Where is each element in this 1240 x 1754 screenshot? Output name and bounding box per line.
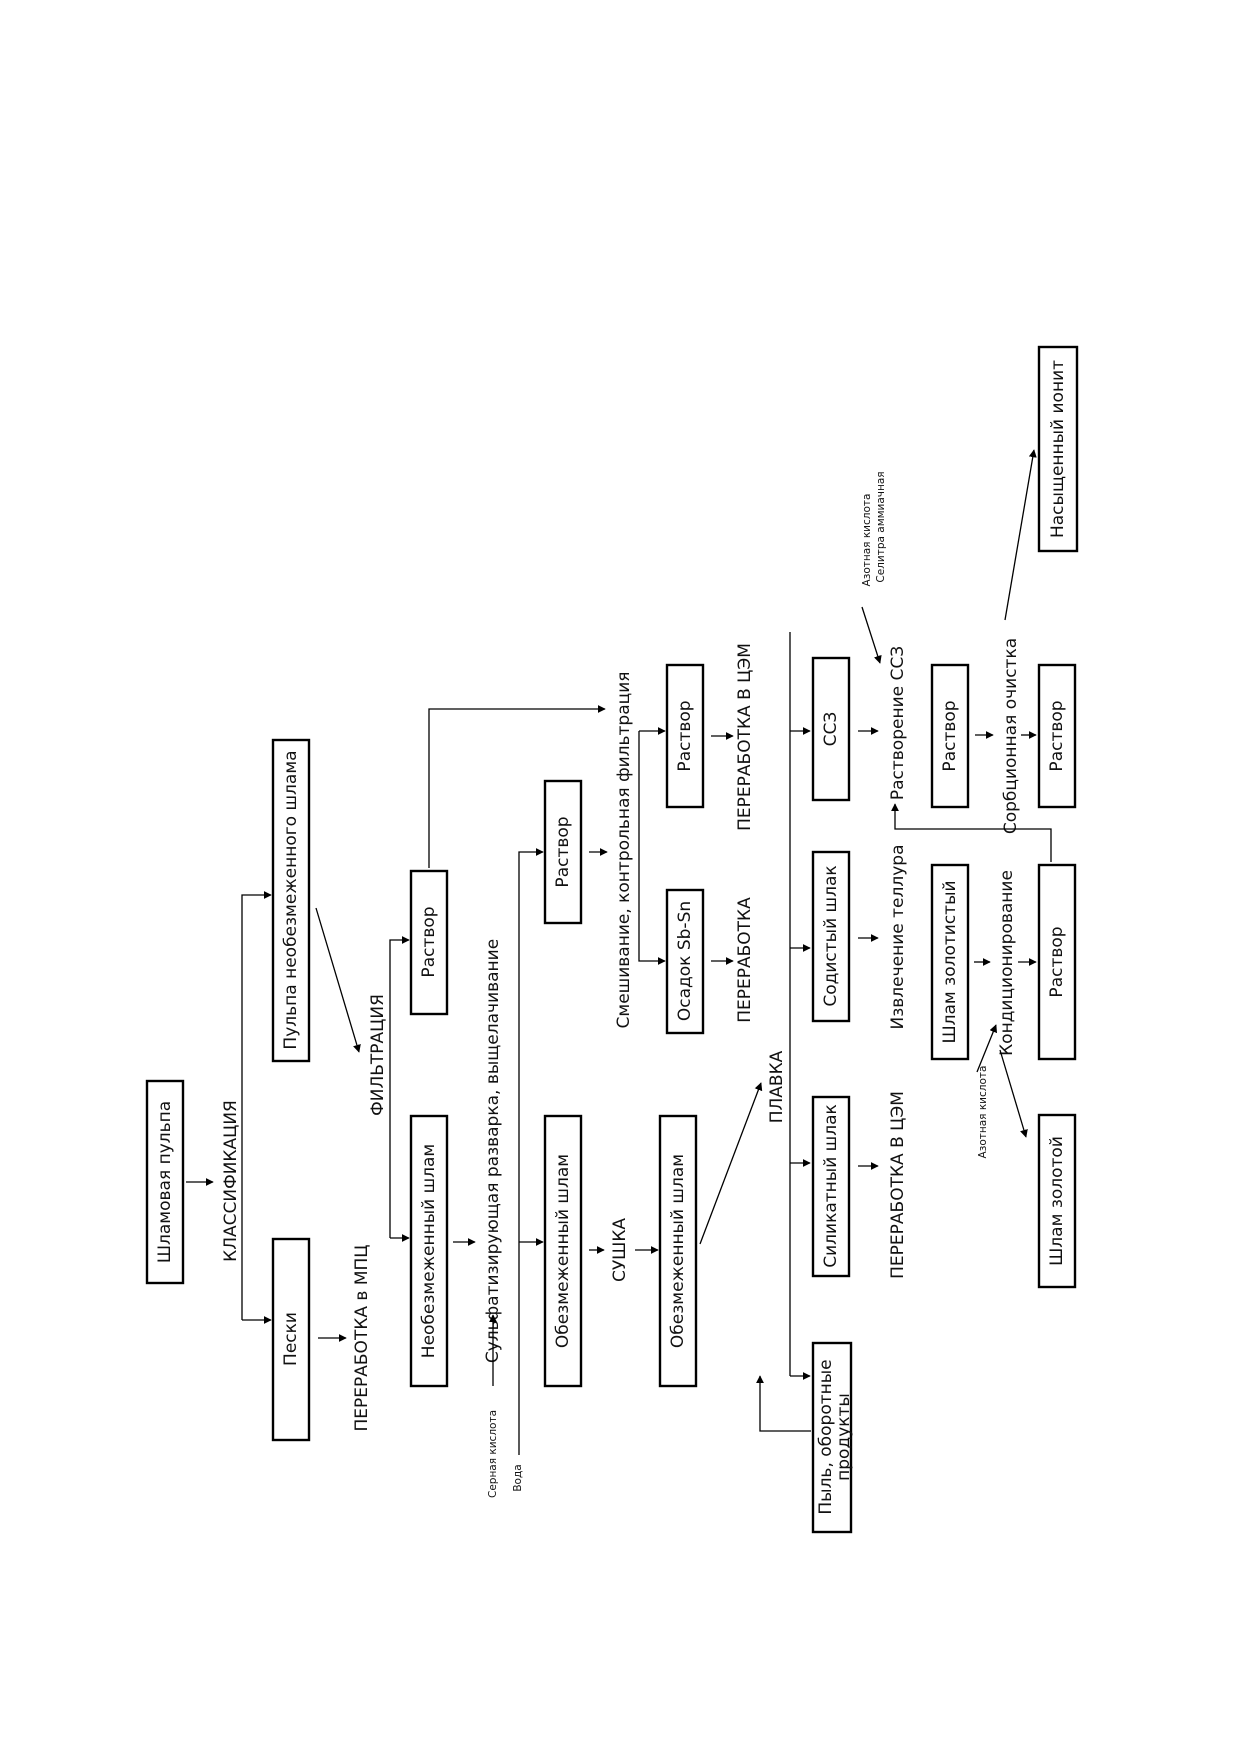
arrow-obezmezh-to-plavka bbox=[699, 1082, 763, 1245]
box-rastvor-6: Раствор bbox=[1037, 663, 1077, 809]
arrow-pulpa-to-filtratsiya bbox=[315, 907, 361, 1053]
box-obezmezhenny-shlam-2: Обезмеженный шлам bbox=[658, 1114, 698, 1388]
box-label: Раствор bbox=[1047, 926, 1067, 997]
arrow-pyl-recycle bbox=[756, 1375, 811, 1432]
box-sodisty-shlak: Содистый шлак bbox=[811, 850, 851, 1023]
box-label: Раствор bbox=[1047, 700, 1067, 771]
box-pulpa-neobezmezhennogo-shlama: Пульпа необезмеженного шлама bbox=[271, 738, 311, 1063]
arrow-rastvor-to-smeshivanie bbox=[428, 705, 606, 868]
box-label: Обезмеженный шлам bbox=[668, 1154, 688, 1348]
label-azotnaya-kislota-2: Азотная кислота bbox=[977, 1066, 989, 1159]
label-izvlechenie-tellura: Извлечение теллура bbox=[888, 845, 908, 1030]
box-rastvor-4: Раствор bbox=[930, 663, 970, 809]
label-sushka: СУШКА bbox=[610, 1218, 630, 1282]
box-label: Содистый шлак bbox=[821, 865, 841, 1006]
box-label: Шлам золотой bbox=[1047, 1136, 1067, 1266]
label-selitra-ammiachnaya: Селитра аммиачная bbox=[875, 471, 887, 582]
box-rastvor-2: Раствор bbox=[543, 779, 583, 925]
box-label: Раствор bbox=[553, 816, 573, 887]
arrow-to-osadok bbox=[638, 731, 666, 965]
box-neobezmezhenny-shlam: Необезмеженный шлам bbox=[409, 1114, 449, 1388]
arrow-klassifikatsiya-to-pulpa-neobezmezh bbox=[241, 891, 272, 1320]
arrow-voda-to-rastvor bbox=[518, 848, 544, 1455]
box-label: Силикатный шлак bbox=[821, 1104, 841, 1268]
box-nasyshchenny-ionit: Насыщенный ионит bbox=[1037, 345, 1079, 553]
box-label: Пульпа необезмеженного шлама bbox=[281, 750, 301, 1049]
box-label: Осадок Sb-Sn bbox=[675, 901, 695, 1021]
label-pererabotka: ПЕРЕРАБОТКА bbox=[735, 897, 755, 1023]
box-pyl-oborotnye-produkty: Пыль, оборотные продукты bbox=[811, 1341, 854, 1534]
arrow-azotnaya-selitra bbox=[861, 606, 882, 664]
box-osadok-sb-sn: Осадок Sb-Sn bbox=[665, 888, 705, 1035]
box-label-line-1: Пыль, оборотные bbox=[816, 1359, 836, 1514]
box-label-line-2: продукты bbox=[834, 1393, 854, 1481]
label-pererabotka-tsem-2: ПЕРЕРАБОТКА В ЦЭМ bbox=[888, 1091, 908, 1279]
label-konditsionirovanie: Кондиционирование bbox=[997, 870, 1017, 1056]
box-silikatny-shlak: Силикатный шлак bbox=[811, 1095, 851, 1278]
box-label: Шламовая пульпа bbox=[155, 1101, 175, 1263]
box-ssz: ССЗ bbox=[811, 656, 851, 802]
box-obezmezhenny-shlam-1: Обезмеженный шлам bbox=[543, 1114, 583, 1388]
label-filtratsiya: ФИЛЬТРАЦИЯ bbox=[368, 994, 388, 1116]
box-label: Раствор bbox=[419, 906, 439, 977]
label-rastvorenie-ssz: Растворение ССЗ bbox=[888, 646, 908, 800]
box-label: Необезмеженный шлам bbox=[419, 1144, 439, 1358]
arrow-rastvor5-to-rastvorenie bbox=[891, 803, 1052, 862]
label-klassifikatsiya: КЛАССИФИКАЦИЯ bbox=[221, 1100, 241, 1262]
label-smeshivanie: Смешивание, контрольная фильтрация bbox=[614, 672, 634, 1029]
label-voda: Вода bbox=[512, 1464, 524, 1491]
label-pererabotka-tsem-1: ПЕРЕРАБОТКА В ЦЭМ bbox=[735, 643, 755, 831]
label-pererabotka-mpts: ПЕРЕРАБОТКА в МПЦ bbox=[352, 1245, 372, 1432]
box-label: Раствор bbox=[940, 700, 960, 771]
box-peski: Пески bbox=[271, 1237, 311, 1442]
box-shlam-zolotisty: Шлам золотистый bbox=[930, 863, 970, 1061]
arrow-azotnaya-to-konditsionirovanie bbox=[976, 1024, 998, 1073]
label-plavka: ПЛАВКА bbox=[767, 1050, 787, 1123]
box-label: Насыщенный ионит bbox=[1048, 360, 1068, 538]
box-label: Шлам золотистый bbox=[940, 880, 960, 1043]
label-sernaya-kislota: Серная кислота bbox=[487, 1410, 499, 1498]
arrow-filtratsiya-to-rastvor bbox=[389, 936, 410, 1238]
arrow-sorbtsiya-to-ionit bbox=[1004, 449, 1037, 621]
arrow-to-shlam-zolotoy bbox=[999, 1049, 1028, 1138]
box-rastvor-5: Раствор bbox=[1037, 863, 1077, 1061]
box-label: Обезмеженный шлам bbox=[553, 1154, 573, 1348]
box-label: ССЗ bbox=[821, 712, 841, 747]
box-rastvor-1: Раствор bbox=[409, 869, 449, 1016]
box-rastvor-3: Раствор bbox=[665, 663, 705, 809]
label-azotnaya-kislota-1: Азотная кислота bbox=[861, 494, 873, 587]
label-sorbtsionnaya-ochistka: Сорбционная очистка bbox=[1001, 638, 1021, 834]
box-shlamovaya-pulpa: Шламовая пульпа bbox=[145, 1079, 185, 1285]
box-label: Пески bbox=[281, 1312, 301, 1366]
label-sulfatiziruyushchaya: Сульфатизирующая разварка, выщелачивание bbox=[483, 939, 503, 1363]
box-shlam-zolotoy: Шлам золотой bbox=[1037, 1113, 1077, 1289]
box-label: Раствор bbox=[675, 700, 695, 771]
